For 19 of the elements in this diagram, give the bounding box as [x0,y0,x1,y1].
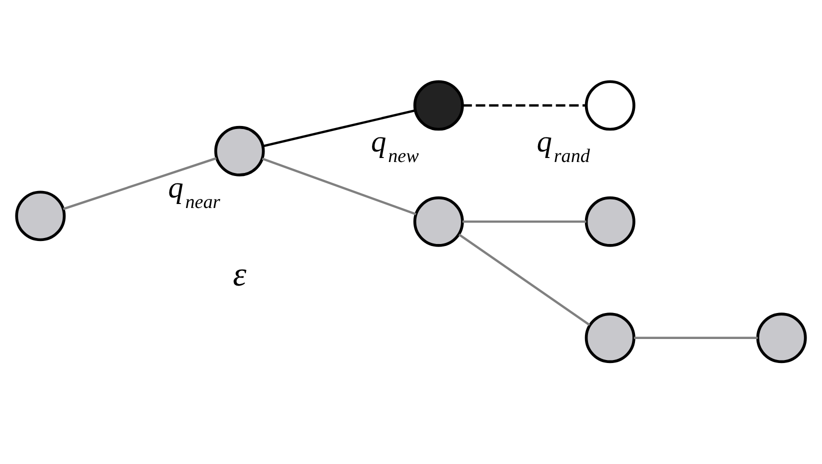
node-circle [584,196,636,247]
node-circle [15,190,66,242]
node-circle [584,312,636,364]
connector [634,336,758,340]
node-circle [584,80,636,131]
connector [262,158,416,216]
node-circle [214,126,265,176]
node-label: q$_{new}$ [370,124,419,168]
connector [462,104,586,107]
node-circle [756,312,807,364]
connector [458,234,590,326]
connector [62,157,217,210]
connector [262,109,416,148]
label: ε [232,255,246,294]
node-label: q$_{near}$ [168,170,220,213]
node-circle [413,80,464,131]
node-circle [413,196,464,247]
node-label: q$_{rand}$ [536,124,590,168]
connector [462,220,586,223]
